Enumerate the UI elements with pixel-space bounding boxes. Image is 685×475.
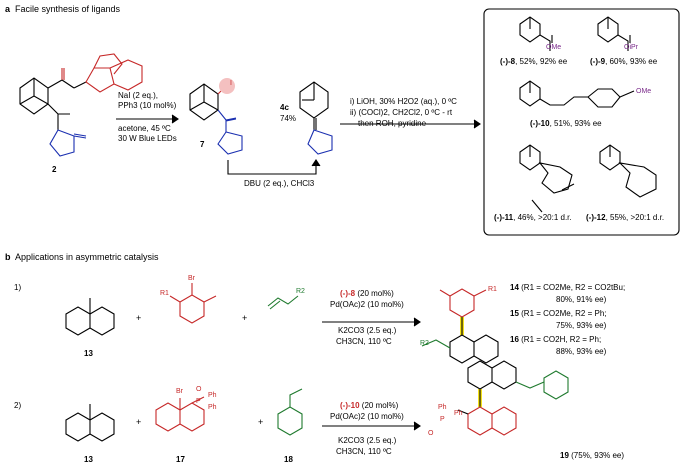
row1-r2: R2 [296, 288, 305, 295]
row1-cond4: CH3CN, 110 ºC [336, 337, 392, 346]
row1-plus-1: + [136, 313, 142, 323]
ligand-12-structure [599, 144, 657, 198]
row2-cond2: Pd(OAc)2 (10 mol%) [330, 412, 404, 421]
iodo-label: I [230, 80, 232, 87]
dbu-bracket [227, 160, 317, 175]
panel-a-title: Facile synthesis of ligands [15, 4, 121, 14]
row1-plus-2: + [242, 313, 248, 323]
ligand-12-caption: (-)-12, 55%, >20:1 d.r. [586, 213, 665, 222]
naphthalene-13-row2 [65, 404, 115, 442]
row2-cond1: (-)-10 (20 mol%) [340, 401, 399, 410]
result-16-line1: 16 (R1 = CO2H, R2 = Ph; [510, 335, 602, 344]
ligand-10-caption: (-)-10, 51%, 93% ee [530, 119, 602, 128]
ligand-11-structure [519, 144, 575, 213]
yield-4c: 74% [280, 114, 297, 123]
result-19: 19 (75%, 93% ee) [560, 451, 625, 460]
result-16-line2: 88%, 93% ee) [556, 347, 607, 356]
compound-2-label: 2 [52, 165, 57, 174]
dbu-conditions: DBU (2 eq.), CHCl3 [244, 179, 315, 188]
result-14-line1: 14 (R1 = CO2Me, R2 = CO2tBu; [510, 283, 626, 292]
result-15-line2: 75%, 93% ee) [556, 321, 607, 330]
row2-compound-18: 18 [284, 455, 293, 464]
compound-4c-label: 4c [280, 103, 289, 112]
compound-2-structure [19, 53, 143, 157]
ligand-9-caption: (-)-9, 60%, 93% ee [590, 57, 658, 66]
compound-4c-structure [299, 81, 333, 155]
ligand-9-substituent: OiPr [624, 44, 638, 51]
aryl-bromide-row1 [169, 283, 217, 324]
reaction2-number: 2) [14, 401, 22, 410]
row2-p: P [196, 398, 201, 405]
highlight-circle [219, 78, 235, 94]
alkene-row1 [267, 295, 299, 310]
ligand-8-substituent: OMe [546, 44, 562, 51]
ligand-product-box [483, 8, 680, 236]
row2-br: Br [176, 388, 183, 395]
row1-br: Br [188, 275, 195, 282]
prod-row1-r1: R1 [488, 286, 497, 293]
row1-r1: R1 [160, 290, 169, 297]
panel-letter-a: a [5, 4, 11, 14]
ligand-8-caption: (-)-8, 52%, 92% ee [500, 57, 568, 66]
result-14-line2: 80%, 91% ee) [556, 295, 607, 304]
prod19-o: O [428, 430, 434, 437]
reaction1-number: 1) [14, 283, 22, 292]
ligand-10-structure [519, 80, 635, 108]
step2-line1: i) LiOH, 30% H2O2 (aq.), 0 ºC [350, 97, 457, 106]
product-19-structure [457, 360, 569, 436]
row2-compound-13: 13 [84, 455, 93, 464]
row2-ph-b: Ph [208, 404, 217, 411]
prod19-p: P [440, 416, 445, 423]
step1-line3: acetone, 45 ºC [118, 124, 171, 133]
row1-compound-13: 13 [84, 349, 93, 358]
ligand-9-structure [597, 16, 631, 51]
step1-line1: NaI (2 eq.), [118, 91, 159, 100]
row2-cond3: K2CO3 (2.5 eq.) [338, 436, 397, 445]
prod19-ph-a: Ph [438, 404, 447, 411]
row2-cond4: CH3CN, 110 ºC [336, 447, 392, 456]
compound-7-structure [189, 83, 243, 155]
result-15-line1: 15 (R1 = CO2Me, R2 = Ph; [510, 309, 607, 318]
row2-compound-17: 17 [176, 455, 185, 464]
panel-b-title: Applications in asymmetric catalysis [15, 252, 159, 262]
row2-o: O [196, 386, 202, 393]
ligand-11-caption: (-)-11, 46%, >20:1 d.r. [494, 213, 572, 222]
step2-line2: ii) (COCl)2, CH2Cl2, 0 ºC - rt [350, 108, 453, 117]
step1-line4: 30 W Blue LEDs [118, 134, 177, 143]
step1-line2: PPh3 (10 mol%) [118, 101, 177, 110]
row1-cond3: K2CO3 (2.5 eq.) [338, 326, 397, 335]
row2-plus-2: + [258, 417, 264, 427]
row1-cond1: (-)-8 (20 mol%) [340, 289, 394, 298]
panel-letter-b: b [5, 252, 11, 262]
step2-line3: then ROH, pyridine [358, 119, 427, 128]
ligand-10-substituent: OMe [636, 88, 652, 95]
prod19-ph-b: Ph [454, 410, 463, 417]
naphthyl-phosphine-oxide-17 [155, 396, 205, 432]
product-14-16-structure [421, 288, 499, 364]
compound-7-label: 7 [200, 140, 205, 149]
styrene-18 [277, 388, 303, 436]
row2-plus-1: + [136, 417, 142, 427]
naphthalene-13-row1 [65, 298, 115, 336]
ligand-8-structure [519, 16, 553, 51]
prod-row1-r2: R2 [420, 340, 429, 347]
row1-cond2: Pd(OAc)2 (10 mol%) [330, 300, 404, 309]
row2-ph-a: Ph [208, 392, 217, 399]
